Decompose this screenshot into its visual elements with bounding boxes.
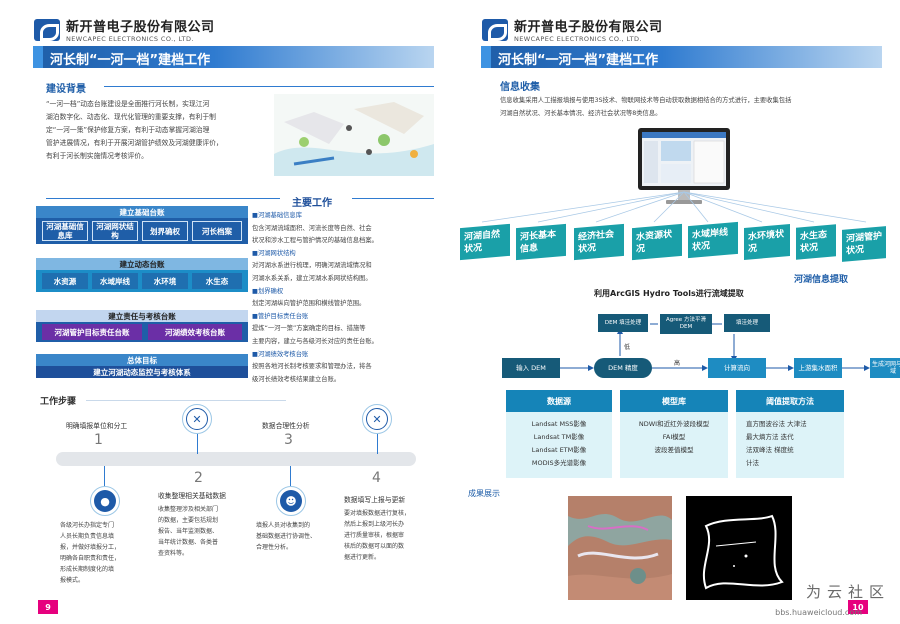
tools-icon: ✕ <box>362 404 392 434</box>
dynamic-ledger-label: 建立动态台账 <box>36 258 248 270</box>
step-desc: 要对填报数据进行复核，然后上报到上级河长办进行质量审核，根据审 核后的数据可以面… <box>344 510 411 561</box>
info-category: 经济社会状况 <box>574 223 624 261</box>
company-name-en: NEWCAPEC ELECTRONICS CO., LTD. <box>66 35 194 43</box>
basic-ledger-label: 建立基础台账 <box>36 206 248 218</box>
flow-dem-fill: DEM 填洼处理 <box>598 314 648 332</box>
watermark: 为云社区 <box>805 583 890 601</box>
basic-item: 河长档案 <box>192 221 242 241</box>
flowchart: 输入 DEM DEM 精度 DEM 填洼处理 Agree 方法平滑 DEM 填洼… <box>502 300 900 390</box>
info-category: 河湖自然状况 <box>460 223 510 261</box>
background-text: “一河一档”动态台账建设是全面推行河长制，实现江河 湖泊数字化、动态化、现代化管… <box>46 100 223 160</box>
steps-heading: 工作步骤 <box>40 397 77 407</box>
divider <box>104 86 434 87</box>
left-page: 新开普电子股份有限公司 NEWCAPEC ELECTRONICS CO., LT… <box>20 0 450 624</box>
company-logo: 新开普电子股份有限公司 NEWCAPEC ELECTRONICS CO., LT… <box>482 16 663 43</box>
collect-heading: 信息收集 <box>500 82 540 93</box>
flow-dem-accuracy: DEM 精度 <box>594 358 652 378</box>
divider <box>352 198 434 199</box>
info-category: 水域岸线状况 <box>688 221 738 259</box>
step-label: 明确填报单位和分工 <box>66 422 128 430</box>
step-desc: 填报人员对收集到的基础数据进行协调性、合理性分析。 <box>256 522 317 551</box>
info-category: 水生态状况 <box>796 224 836 260</box>
info-category: 河长基本信息 <box>516 223 566 261</box>
flow-low-label: 低 <box>624 344 631 351</box>
page-title: 河长制“一河一档”建档工作 <box>50 53 211 68</box>
river-extraction-image <box>686 496 792 600</box>
flow-high-label: 高 <box>674 360 681 367</box>
dynamic-item: 水环境 <box>142 273 188 289</box>
flow-accumulation: 上游集水面积 <box>794 358 842 378</box>
flow-title: 利用ArcGIS Hydro Tools进行流域提取 <box>594 289 744 298</box>
collect-text: 信息收集采用人工描报填报与使用3S技术、物联网技术等自动获取数据相结合的方式进行… <box>500 97 792 117</box>
company-name-cn: 新开普电子股份有限公司 <box>514 20 663 35</box>
duty-ledger-label: 建立责任与考核台账 <box>36 310 248 322</box>
steps-timeline: 明确填报单位和分工 1 ● 各级河长办指定专门人员长期负责信息填报，并做好填报分… <box>56 404 416 604</box>
info-category: 水环境状况 <box>744 223 790 261</box>
step-number: 3 <box>284 432 293 448</box>
step-number: 1 <box>94 432 103 448</box>
flow-output: 生成河网与子流域 <box>870 358 900 378</box>
page-number: 9 <box>38 600 58 614</box>
divider <box>86 400 286 401</box>
flow-fill: 填洼处理 <box>724 314 770 332</box>
goal-text: 建立河湖动态监控与考核体系 <box>36 366 248 378</box>
info-category: 水资源状况 <box>632 223 682 261</box>
team-icon: ● <box>90 486 120 516</box>
company-name-en: NEWCAPEC ELECTRONICS CO., LTD. <box>514 35 642 43</box>
page-title: 河长制“一河一档”建档工作 <box>498 53 659 68</box>
extract-heading: 河湖信息提取 <box>794 275 849 285</box>
step-label: 数据合理性分析 <box>262 422 310 430</box>
page-title-bar: 河长制“一河一档”建档工作 <box>481 46 882 68</box>
dynamic-item: 水生态 <box>192 273 242 289</box>
basic-item: 河湖基础信息库 <box>42 221 88 241</box>
monitor-image <box>636 126 732 212</box>
page-number: 10 <box>848 600 868 614</box>
satellite-result-image <box>568 496 672 600</box>
person-icon: ☻ <box>276 486 306 516</box>
basic-item: 划界确权 <box>142 221 188 241</box>
step-number: 2 <box>194 470 203 486</box>
step-label: 数据填写上报与更新 <box>344 496 406 504</box>
dynamic-item: 水域岸线 <box>92 273 138 289</box>
step-desc: 各级河长办指定专门人员长期负责信息填报，并做好填报分工， 明确各自职责和责任，形… <box>60 522 121 584</box>
timeline-bar <box>56 452 416 466</box>
background-heading: 建设背景 <box>46 84 86 95</box>
river-illustration <box>274 94 434 176</box>
company-logo: 新开普电子股份有限公司 NEWCAPEC ELECTRONICS CO., LT… <box>34 16 215 43</box>
flow-agree-smooth: Agree 方法平滑 DEM <box>660 314 712 334</box>
main-work-notes: ■河湖基础信息库 包含河湖流域面积、河流长度等自然、社会状况和涉水工程与管护情况… <box>252 212 378 383</box>
flow-input-dem: 输入 DEM <box>502 358 560 378</box>
basic-item: 河湖网状结构 <box>92 221 138 241</box>
company-name-cn: 新开普电子股份有限公司 <box>66 20 215 35</box>
divider <box>46 198 280 199</box>
watermark-url: bbs.huaweicloud.com <box>775 608 862 617</box>
main-work-heading: 主要工作 <box>292 198 332 209</box>
right-page: 新开普电子股份有限公司 NEWCAPEC ELECTRONICS CO., LT… <box>460 0 900 624</box>
newcapec-logo-icon <box>34 18 60 41</box>
info-category: 河湖管护状况 <box>842 226 886 262</box>
step-number: 4 <box>372 470 381 486</box>
threshold-method-tile: 阈值提取方法 直方图波谷法 大津法最大熵方法 迭代法双峰法 梯度统计法 <box>736 390 844 478</box>
ledger-stack-diagram: 建立基础台账 河湖基础信息库 河湖网状结构 划界确权 河长档案 建立动态台账 水… <box>34 206 254 384</box>
goal-label: 总体目标 <box>36 354 248 366</box>
step-label: 收集整理相关基础数据 <box>158 492 226 500</box>
connector-lines <box>481 191 867 223</box>
dynamic-item: 水资源 <box>42 273 88 289</box>
page-title-bar: 河长制“一河一档”建档工作 <box>33 46 434 68</box>
duty-item: 河湖管护目标责任台账 <box>42 324 142 340</box>
flow-direction: 计算流向 <box>708 358 766 378</box>
step-desc: 收集整理涉及相关部门的数据，主要包括规划报告、当年监测数据、 当年统计数据、各类… <box>158 506 219 557</box>
results-heading: 成果展示 <box>468 489 500 498</box>
newcapec-logo-icon <box>482 18 508 41</box>
duty-item: 河湖绩效考核台账 <box>148 324 242 340</box>
tools-icon: ✕ <box>182 404 212 434</box>
